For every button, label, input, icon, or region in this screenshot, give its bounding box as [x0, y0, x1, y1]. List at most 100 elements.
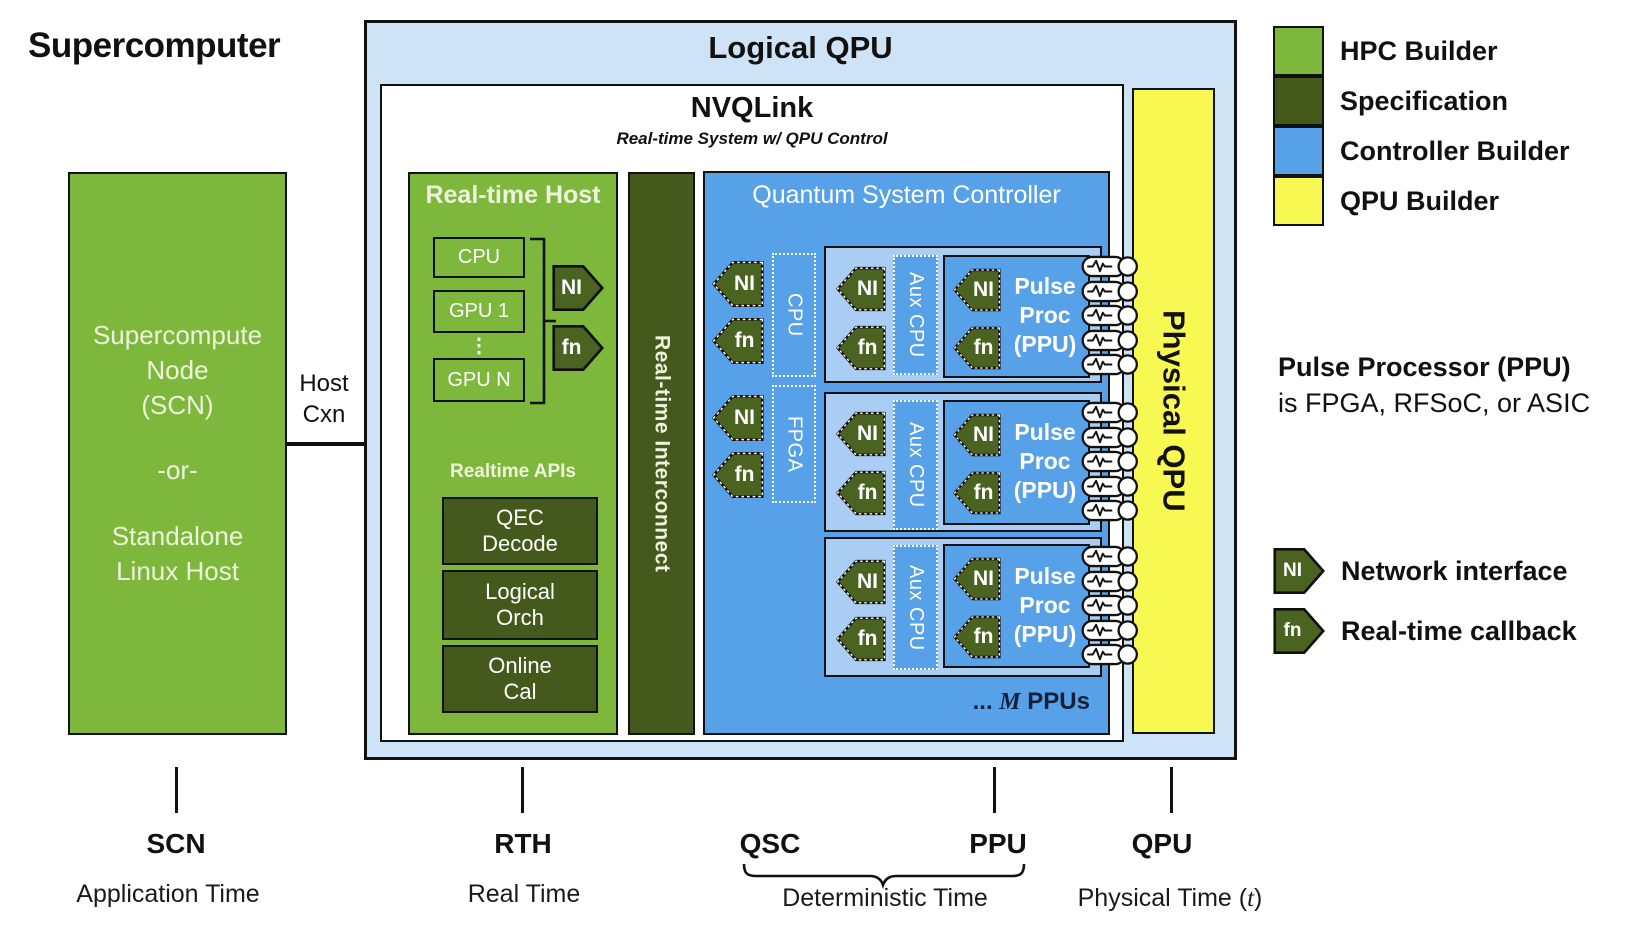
- qsc-cpu-label: CPU: [783, 293, 806, 337]
- orch-line1: Logical: [485, 579, 555, 605]
- pulse-line-icon: [1080, 594, 1140, 617]
- ppu-note-title: Pulse Processor (PPU): [1278, 352, 1571, 382]
- logical-orch-box: Logical Orch: [442, 570, 598, 640]
- ni-badge-label: NI: [857, 570, 878, 593]
- pulse-line-icon: [1080, 475, 1140, 498]
- ni-badge: NI: [953, 410, 1001, 460]
- fn-badge: fn: [552, 322, 604, 374]
- legend-item-fn: fn Real-time callback: [1273, 605, 1577, 657]
- fn-badge-label: fn: [857, 481, 878, 504]
- pulse-line-icon: [1080, 401, 1140, 424]
- qsc-fpga-label: FPGA: [783, 415, 806, 473]
- ellipsis-vertical-icon: ⋮: [469, 335, 489, 357]
- scn-alt-label: Standalone Linux Host: [112, 519, 244, 589]
- deterministic-time-label: Deterministic Time: [782, 884, 988, 912]
- fn-badge: fn: [836, 614, 886, 664]
- legend-label: HPC Builder: [1340, 35, 1498, 66]
- pulse-line-icon: [1080, 426, 1140, 449]
- legend-label: QPU Builder: [1340, 185, 1500, 216]
- scn-box: Supercompute Node (SCN) -or- Standalone …: [68, 172, 287, 735]
- scn-line4: Standalone: [111, 521, 244, 552]
- ni-badge: NI: [953, 265, 1001, 315]
- legend-item-controller: Controller Builder: [1273, 126, 1570, 176]
- pulse-line-icon: [1080, 570, 1140, 593]
- legend-item-specification: Specification: [1273, 76, 1508, 126]
- ppu-label: Pulse Proc (PPU): [1001, 562, 1089, 649]
- ni-badge: NI: [836, 556, 886, 608]
- ni-badge: NI: [552, 262, 604, 314]
- physical-qpu-bar: Physical QPU: [1132, 88, 1215, 734]
- scn-line3: (SCN): [141, 389, 214, 420]
- fn-badge-label: fn: [734, 463, 755, 486]
- host-cxn-label: Host Cxn: [288, 368, 360, 430]
- footer-ppu: PPU: [969, 828, 1027, 859]
- scn-label: Supercompute Node (SCN): [93, 318, 262, 422]
- ni-badge: NI: [836, 263, 886, 315]
- hpc-color-swatch: [1273, 26, 1324, 76]
- pulse-line-icon: [1080, 304, 1140, 327]
- fn-badge-label: fn: [561, 336, 582, 359]
- qsc-cpu-strip: CPU: [772, 253, 816, 377]
- ppu-label: Pulse Proc (PPU): [1001, 272, 1089, 359]
- aux-cpu-strip: Aux CPU: [893, 400, 938, 530]
- qec-line1: QEC: [496, 505, 544, 531]
- ni-badge-label: NI: [973, 278, 994, 301]
- fn-badge-label: fn: [734, 329, 755, 352]
- logical-qpu-title: Logical QPU: [708, 30, 893, 65]
- ni-badge-label: NI: [973, 423, 994, 446]
- page-title: Supercomputer: [28, 26, 281, 65]
- fn-badge: fn: [712, 316, 764, 366]
- ni-badge: NI: [836, 408, 886, 460]
- realtime-apis-label: Realtime APIs: [449, 461, 576, 482]
- pulse-line-icon: [1080, 450, 1140, 473]
- qpu-color-swatch: [1273, 176, 1324, 226]
- ni-badge: NI: [953, 554, 1001, 604]
- host-cxn-line: [287, 442, 408, 446]
- m-ppus-m: M: [999, 689, 1021, 715]
- host-cxn-line1: Host: [299, 370, 349, 397]
- pulse-line-icon: [1080, 499, 1140, 522]
- cpu-chip: CPU: [433, 237, 525, 278]
- ppu-label-line2: Proc: [1019, 591, 1071, 618]
- ni-legend-label: Network interface: [1341, 555, 1568, 586]
- gpun-chip: GPU N: [433, 358, 525, 402]
- qsc-title: Quantum System Controller: [752, 181, 1061, 209]
- ni-badge-label: NI: [857, 422, 878, 445]
- ppu-label-line3: (PPU): [1013, 476, 1077, 503]
- fn-badge-label: fn: [973, 481, 994, 504]
- ni-badge-label: NI: [734, 272, 755, 295]
- pulse-line-stack: [1080, 255, 1140, 376]
- ppu-label-line1: Pulse: [1014, 563, 1076, 589]
- fn-badge: fn: [953, 612, 1001, 662]
- orch-line2: Orch: [496, 605, 544, 630]
- aux-cpu-label: Aux CPU: [905, 422, 927, 508]
- ppu-note: Pulse Processor (PPU) is FPGA, RFSoC, or…: [1278, 350, 1628, 421]
- physical-time-prefix: Physical Time (: [1077, 884, 1248, 912]
- interconnect-bar: Real-time Interconnect: [628, 172, 695, 735]
- aux-cpu-label: Aux CPU: [905, 564, 927, 651]
- pulse-line-icon: [1080, 329, 1140, 352]
- aux-cpu-label: Aux CPU: [905, 272, 927, 358]
- scn-line5: Linux Host: [116, 556, 239, 587]
- legend-label: Specification: [1340, 85, 1509, 116]
- footer-qsc: QSC: [739, 828, 801, 859]
- ni-badge-label: NI: [857, 277, 878, 300]
- m-ppus-suffix: PPUs: [1020, 688, 1090, 715]
- footer-qpu: QPU: [1131, 828, 1193, 859]
- ppu-note-desc: is FPGA, RFSoC, or ASIC: [1278, 387, 1591, 418]
- fn-badge-label: fn: [857, 336, 878, 359]
- scn-line1: Supercompute: [92, 319, 263, 350]
- footer-rth: RTH: [494, 828, 552, 859]
- gpu1-chip: GPU 1: [433, 290, 525, 333]
- fn-legend-label: Real-time callback: [1341, 615, 1577, 646]
- legend-label: Controller Builder: [1340, 135, 1570, 166]
- ppu-tick-line: [993, 767, 996, 813]
- nvqlink-title: NVQLink: [690, 92, 814, 124]
- ppu-label: Pulse Proc (PPU): [1001, 418, 1089, 505]
- aux-cpu-strip: Aux CPU: [893, 545, 938, 670]
- ni-badge-label: NI: [1283, 560, 1302, 581]
- m-ppus-label: ... M PPUs: [890, 688, 1090, 716]
- pulse-line-icon: [1080, 619, 1140, 642]
- physical-qpu-label: Physical QPU: [1156, 310, 1192, 512]
